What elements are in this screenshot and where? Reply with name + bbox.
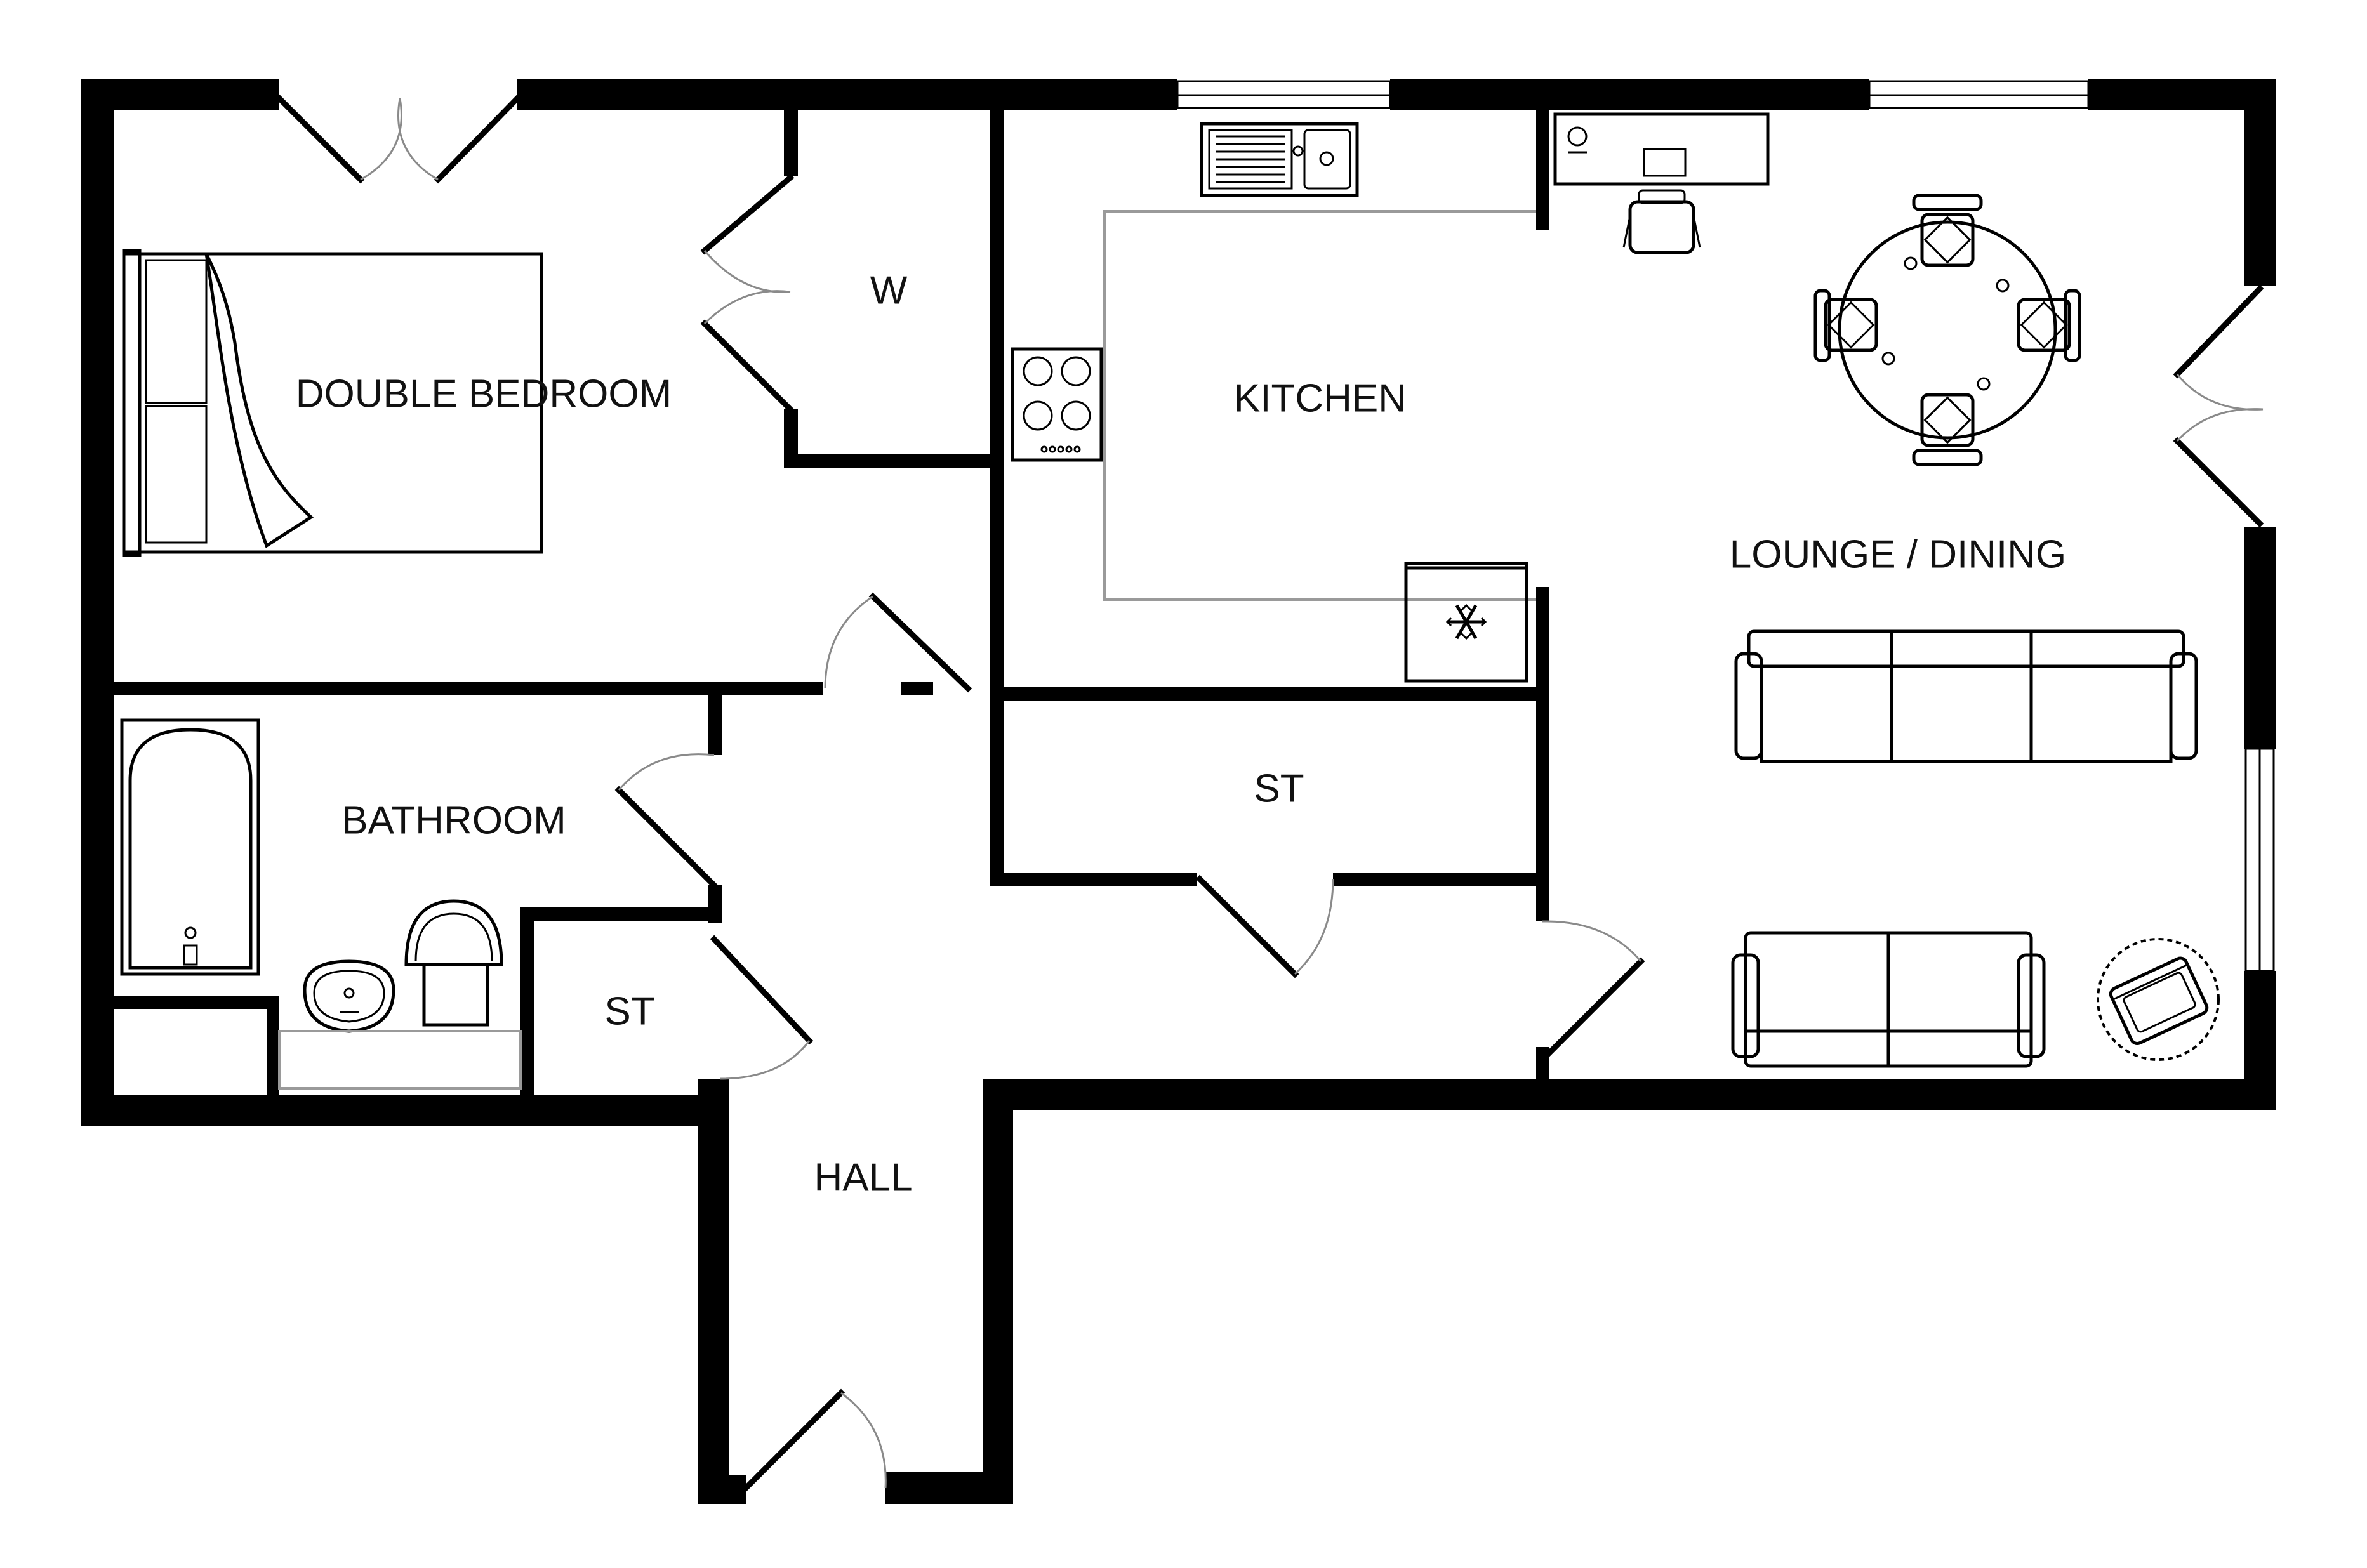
chair-icon: [1813, 289, 1878, 362]
room-labels: DOUBLE BEDROOM W KITCHEN LOUNGE / DINING…: [296, 268, 2067, 1199]
room-label-hall: HALL: [814, 1156, 912, 1199]
office-chair-icon: [1622, 189, 1701, 254]
room-label-kitchen: KITCHEN: [1234, 376, 1407, 420]
armchair-icon: [2097, 938, 2220, 1061]
internal-walls: [81, 110, 1549, 1110]
room-label-double-bedroom: DOUBLE BEDROOM: [296, 372, 672, 416]
chair-icon: [2017, 289, 2081, 362]
room-label-bathroom: BATHROOM: [341, 798, 566, 842]
room-label-store-centre: ST: [1254, 767, 1304, 810]
kitchen-units: [1011, 122, 1536, 683]
fridge: [1404, 562, 1528, 683]
two-seat-sofa: [1731, 931, 2046, 1068]
room-label-store-left: ST: [604, 989, 654, 1033]
sink-icon: [1200, 122, 1359, 197]
three-seat-sofa: [1734, 629, 2198, 763]
snowflake-icon: [1445, 603, 1487, 640]
room-label-lounge-dining: LOUNGE / DINING: [1730, 532, 2067, 576]
toilet-icon: [404, 899, 503, 1027]
windows: [1176, 80, 2275, 972]
room-label-wardrobe: W: [870, 268, 908, 312]
basin-icon: [303, 959, 395, 1033]
double-bed: [122, 249, 543, 557]
chair-icon: [1912, 194, 1983, 267]
hob-icon: [1011, 347, 1103, 462]
bathroom-worktop: [278, 1030, 522, 1090]
chair-icon: [1912, 393, 1983, 466]
doors: [275, 94, 2264, 1492]
desk: [1553, 112, 1770, 254]
bath-icon: [120, 718, 260, 976]
outer-walls: [81, 79, 2276, 1504]
dining-table: [1813, 194, 2081, 466]
